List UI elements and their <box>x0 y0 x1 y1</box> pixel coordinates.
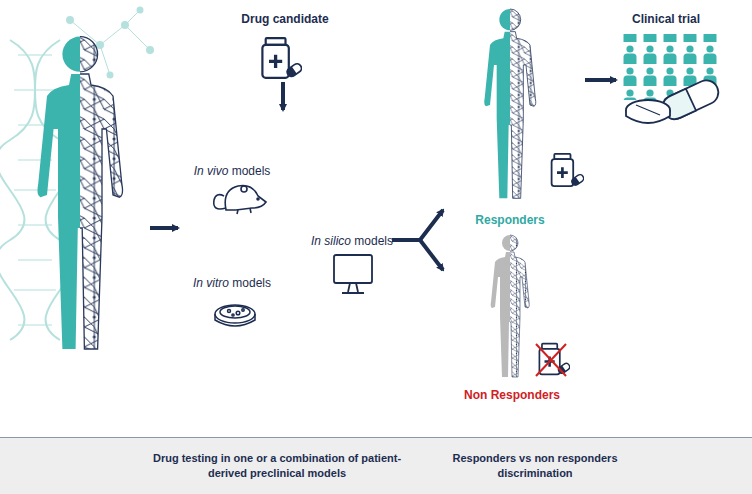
cross-mark <box>536 344 566 376</box>
patient-figure <box>37 37 122 349</box>
clinical-trial-icon <box>620 34 722 123</box>
computer-icon <box>334 255 372 293</box>
caption-band: Drug testing in one or a combination of … <box>0 437 752 494</box>
text-label: Drug candidate <box>241 12 328 26</box>
non-responder-drug-icon <box>539 344 570 375</box>
rat-icon <box>214 185 266 214</box>
band-text: Drug testing in one or a combination of … <box>142 451 412 480</box>
text-label: In silico models <box>311 234 393 248</box>
responder-drug-icon <box>552 154 585 187</box>
band-text: Responders vs non responders discriminat… <box>440 451 630 480</box>
petri-dish-icon <box>215 305 255 326</box>
flow-arrows <box>150 80 616 270</box>
drug-icon <box>262 38 303 78</box>
responder-figure <box>484 9 536 198</box>
text-label: In vivo models <box>194 164 271 178</box>
text-label: Clinical trial <box>632 12 700 26</box>
text-label: In vitro models <box>193 276 271 290</box>
text-label: Non Responders <box>464 388 560 402</box>
text-label: Responders <box>475 213 544 227</box>
non-responder-figure <box>491 235 530 377</box>
